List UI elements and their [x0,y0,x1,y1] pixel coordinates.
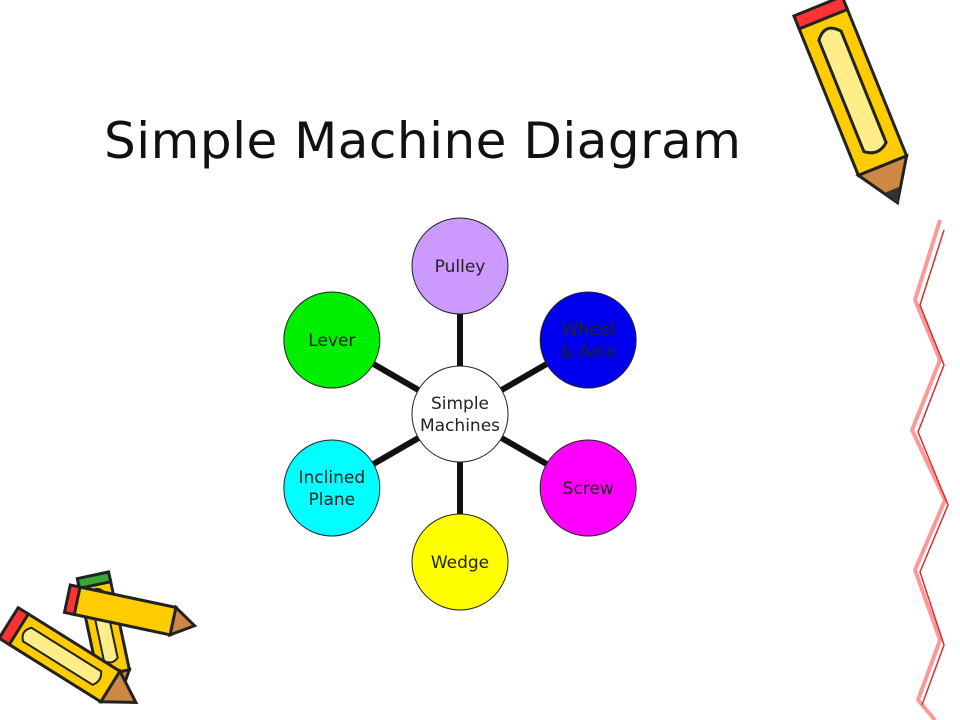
scribble-border [910,219,947,720]
node-circle-wheel-axle [539,291,637,389]
node-label-pulley: Pulley [435,257,486,277]
node-label-wedge: Wedge [431,553,489,573]
center-label: Simple [431,394,489,414]
node-wedge: Wedge [411,513,509,611]
node-label-inclined-plane: Plane [309,490,356,510]
pencil-icon [0,605,139,704]
node-label-lever: Lever [308,331,355,351]
node-circle-lever [283,291,381,389]
page-title: Simple Machine Diagram [104,112,742,170]
node-circle-inclined-plane [283,439,381,537]
center-label: Machines [420,416,500,436]
node-wheel-axle: Wheel& Axle [539,291,637,389]
node-circle-pulley [411,217,509,315]
node-label-wheel-axle: & Axle [560,342,616,362]
node-circle-screw [539,439,637,537]
node-label-screw: Screw [563,479,614,499]
node-lever: Lever [283,291,381,389]
node-pulley: Pulley [411,217,509,315]
node-screw: Screw [539,439,637,537]
pencil-icon [791,0,909,206]
node-label-inclined-plane: Inclined [299,468,366,488]
node-label-wheel-axle: Wheel [562,320,615,340]
pencil-icon [62,583,198,638]
center-circle [411,365,509,463]
node-circle-wedge [411,513,509,611]
